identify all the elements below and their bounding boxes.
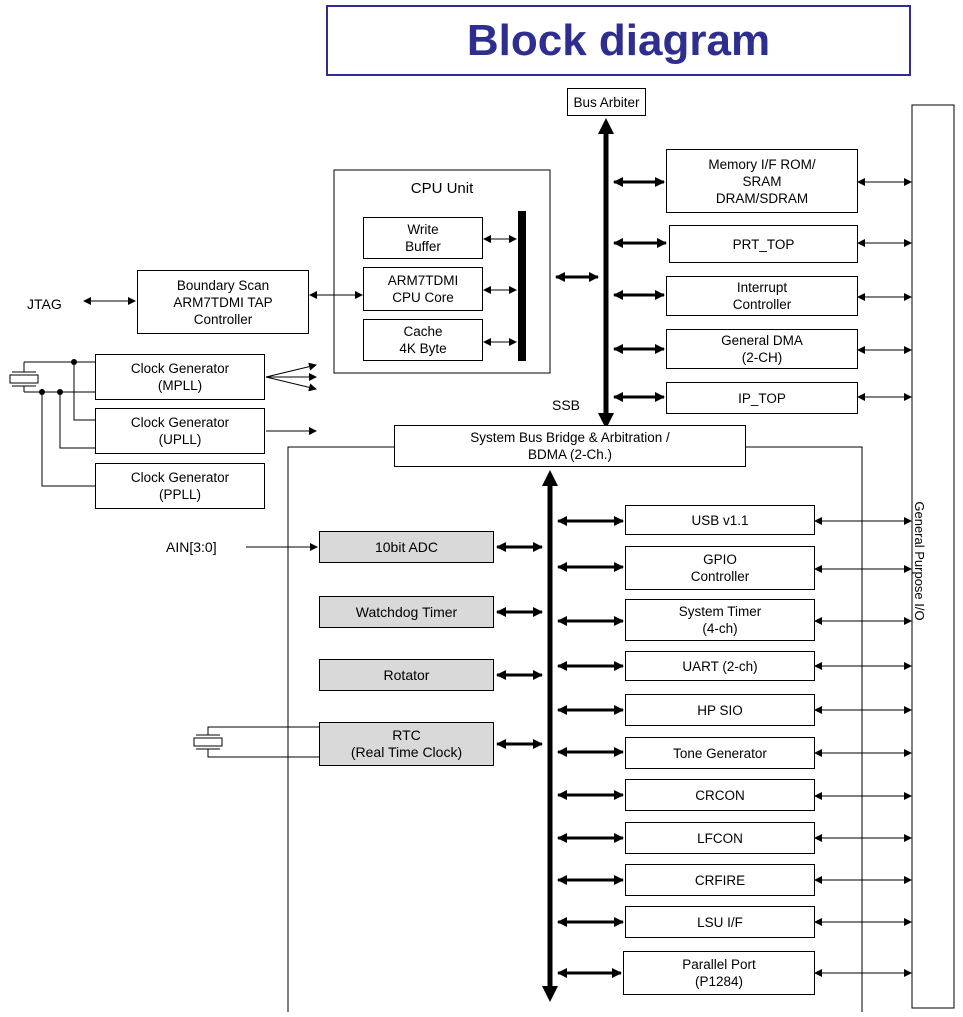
crcon-block: CRCON	[625, 779, 815, 811]
gpio-bar-label: General Purpose I/O	[912, 501, 927, 621]
diagram-title: Block diagram	[466, 15, 771, 65]
title-box: Block diagram	[326, 5, 911, 76]
general-dma-block: General DMA (2-CH)	[666, 329, 858, 369]
boundary-scan-block: Boundary Scan ARM7TDMI TAP Controller	[137, 270, 309, 334]
cache-block: Cache 4K Byte	[363, 319, 483, 361]
jtag-label: JTAG	[27, 296, 62, 312]
tone-generator-block: Tone Generator	[625, 737, 815, 769]
clock-generator-mpll: Clock Generator (MPLL)	[95, 354, 265, 400]
cpu-core-block: ARM7TDMI CPU Core	[363, 267, 483, 311]
crystal-oscillator-icon	[9, 359, 96, 487]
apb-bus-arrowhead-top	[542, 470, 558, 486]
parallel-port-block: Parallel Port (P1284)	[623, 951, 815, 995]
memory-interface-block: Memory I/F ROM/ SRAM DRAM/SDRAM	[666, 149, 858, 213]
connection-arrow-17	[265, 362, 317, 378]
ssb-bus-arrowhead-top	[598, 118, 614, 134]
usb-block: USB v1.1	[625, 505, 815, 535]
write-buffer-block: Write Buffer	[363, 217, 483, 259]
clock-generator-ppll: Clock Generator (PPLL)	[95, 463, 265, 509]
rotator-block: Rotator	[319, 659, 494, 691]
adc-block: 10bit ADC	[319, 531, 494, 563]
gpio-controller-block: GPIO Controller	[625, 546, 815, 590]
cpu-unit-title: CPU Unit	[410, 180, 474, 197]
ip-top-block: IP_TOP	[666, 382, 858, 414]
apb-subsystem-frame-right	[746, 446, 863, 1012]
connection-arrow-18	[265, 376, 317, 392]
rtc-crystal-icon	[193, 726, 319, 758]
hp-sio-block: HP SIO	[625, 694, 815, 726]
watchdog-timer-block: Watchdog Timer	[319, 596, 494, 628]
crfire-block: CRFIRE	[625, 864, 815, 896]
apb-bus-arrowhead-bottom	[542, 986, 558, 1002]
bus-arbiter-block: Bus Arbiter	[567, 88, 646, 116]
system-timer-block: System Timer (4-ch)	[625, 599, 815, 641]
ssb-label: SSB	[552, 397, 581, 413]
gpio-bar	[911, 104, 955, 1009]
apb-subsystem-frame	[287, 446, 394, 1012]
system-bus-bridge-block: System Bus Bridge & Arbitration / BDMA (…	[394, 425, 746, 467]
clock-generator-upll: Clock Generator (UPLL)	[95, 408, 265, 454]
connection-arrows	[83, 177, 912, 978]
lfcon-block: LFCON	[625, 822, 815, 854]
ain-label: AIN[3:0]	[166, 539, 217, 555]
ssb-bus-arrowhead-bottom	[598, 413, 614, 429]
prt-top-block: PRT_TOP	[669, 225, 858, 263]
rtc-block: RTC (Real Time Clock)	[319, 722, 494, 766]
cpu-internal-bus	[518, 211, 526, 361]
uart-block: UART (2-ch)	[625, 651, 815, 681]
interrupt-controller-block: Interrupt Controller	[666, 276, 858, 316]
lsu-if-block: LSU I/F	[625, 906, 815, 938]
